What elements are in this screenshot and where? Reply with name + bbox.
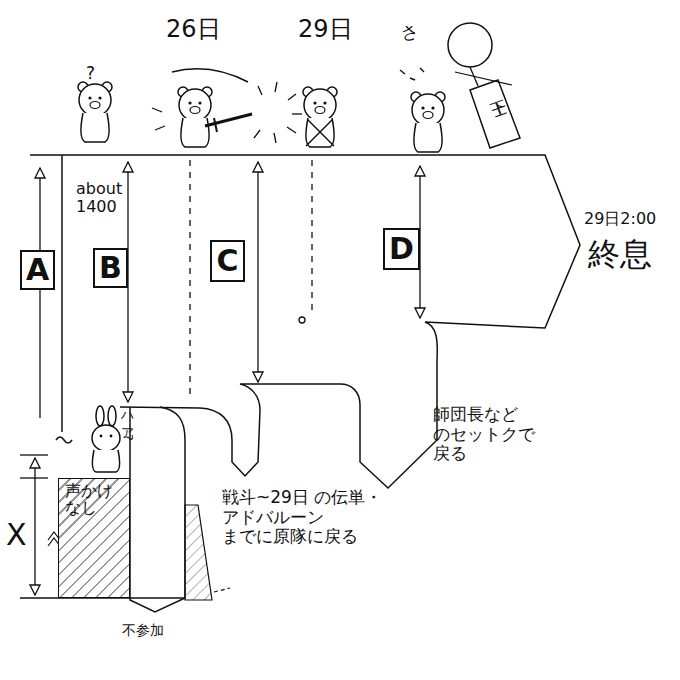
note-text: 戦斗~29日 の伝単・アドバルーン までに原隊に戻る — [222, 488, 417, 547]
balloon — [448, 23, 492, 67]
box-letter: A — [26, 254, 49, 286]
sash — [306, 120, 334, 146]
letter-box: D — [383, 228, 420, 270]
banner-text: 下士 — [484, 88, 500, 94]
box-note: 声かけ なし — [59, 479, 129, 521]
box-letter: D — [389, 233, 414, 265]
letter-box: B — [93, 248, 128, 288]
banner-line — [455, 72, 512, 85]
flow-lobe — [130, 407, 185, 612]
count-note: about 1400 — [76, 180, 136, 217]
bear-figure — [411, 92, 445, 152]
tick-line — [20, 454, 48, 455]
sound-mark: さ — [398, 20, 422, 46]
hatched-box: 声かけ なし — [58, 478, 130, 598]
bear-figure — [303, 87, 337, 147]
time-label: 29日2:00 — [584, 210, 656, 228]
flow-outline — [30, 155, 580, 488]
sword — [205, 114, 252, 126]
box-letter: B — [99, 252, 122, 284]
bear-figure — [78, 82, 112, 142]
range-arrow — [257, 162, 258, 382]
burst-lines — [152, 82, 302, 143]
tick-line — [20, 477, 48, 478]
left-line — [61, 155, 63, 432]
date-label: 29日 — [298, 16, 353, 44]
note-text: 師団長など のセットクで 戻る — [433, 405, 545, 464]
note-text: 不参加 — [122, 622, 164, 638]
sweat-dots — [400, 68, 424, 80]
hatched-strip — [185, 505, 212, 600]
dimension-arrow — [34, 458, 35, 595]
letter-box: A — [20, 250, 55, 290]
dimension-label: X — [6, 518, 27, 553]
divider-line — [311, 160, 312, 316]
divider-line — [189, 160, 190, 400]
tilde-mark — [56, 437, 72, 443]
point-marker — [299, 317, 305, 323]
rabbit-figure — [92, 406, 120, 472]
bear-figure — [178, 87, 212, 147]
date-label: 26日 — [166, 16, 221, 44]
sword-guard — [214, 118, 217, 132]
tail-line — [214, 588, 230, 592]
letter-box: C — [210, 240, 245, 282]
swoosh-line — [172, 69, 248, 82]
range-arrow — [39, 168, 40, 418]
box-letter: C — [216, 245, 238, 277]
end-label: 終息 — [588, 236, 652, 273]
rabbit-speech: ハア? — [120, 404, 135, 441]
question-mark: ? — [86, 64, 95, 84]
banner-tag — [470, 80, 520, 148]
